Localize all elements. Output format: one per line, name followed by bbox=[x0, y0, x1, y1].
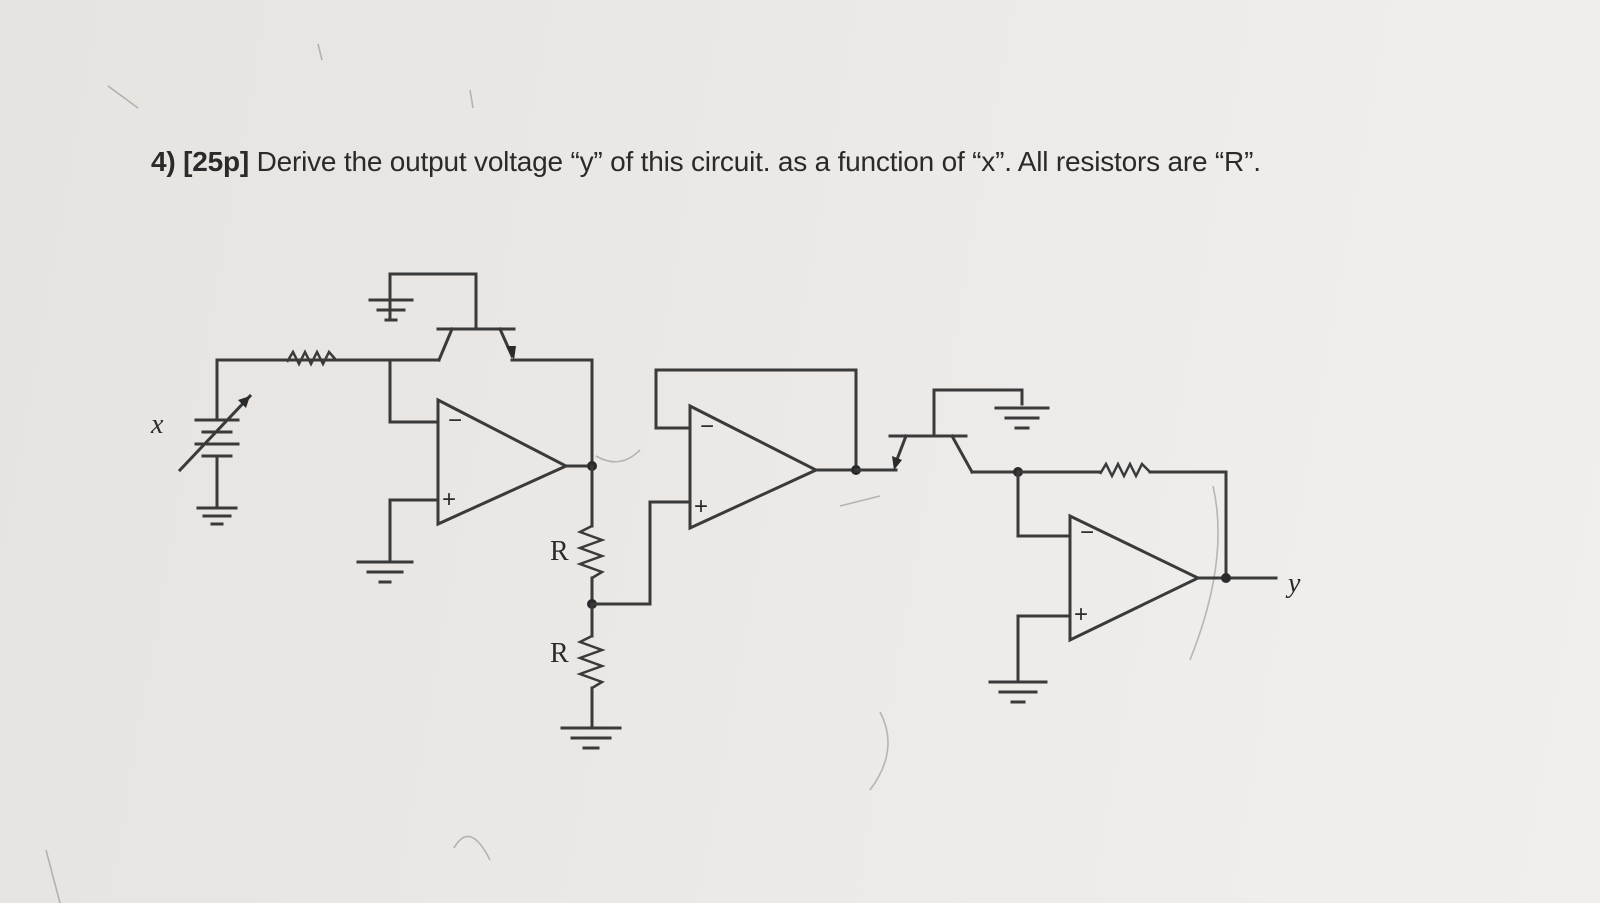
transistor-1 bbox=[388, 272, 516, 362]
opamp-1-minus: − bbox=[448, 407, 462, 434]
output-label-y: y bbox=[1285, 568, 1301, 599]
opamp-2-minus: − bbox=[700, 413, 714, 440]
opamp-2 bbox=[654, 368, 861, 531]
wire-divider-to-opamp2 bbox=[590, 500, 692, 606]
wire-transistor1-to-output bbox=[510, 358, 594, 468]
opamp-3-plus: + bbox=[1074, 601, 1088, 628]
opamp-1 bbox=[388, 358, 597, 564]
input-resistor bbox=[285, 349, 392, 367]
divider-resistor-top bbox=[576, 464, 606, 609]
transistor-2 bbox=[854, 388, 1024, 475]
opamp-3-minus: − bbox=[1080, 519, 1094, 546]
resistor-label-bottom: R bbox=[550, 638, 569, 669]
opamp-1-plus: + bbox=[442, 486, 456, 513]
pencil-marks bbox=[45, 43, 1219, 903]
opamp-3 bbox=[1016, 470, 1278, 684]
ground-symbol-transistor-1 bbox=[368, 298, 414, 322]
ground-symbol-divider bbox=[560, 726, 622, 750]
question-number: 4) bbox=[151, 146, 176, 177]
ground-symbol-opamp-1 bbox=[356, 560, 414, 584]
question-text: 4) [25p] Derive the output voltage “y” o… bbox=[151, 146, 1451, 178]
feedback-resistor-3 bbox=[1016, 461, 1228, 580]
ground-symbol-source bbox=[196, 506, 238, 526]
input-variable-source bbox=[177, 358, 338, 510]
ground-symbol-transistor-2 bbox=[994, 406, 1050, 430]
opamp-2-plus: + bbox=[694, 493, 708, 520]
question-body: Derive the output voltage “y” of this ci… bbox=[256, 146, 1261, 177]
resistor-label-top: R bbox=[550, 536, 569, 567]
input-label-x: x bbox=[150, 409, 164, 440]
question-points: [25p] bbox=[183, 146, 249, 177]
ground-symbol-opamp-3 bbox=[988, 680, 1048, 704]
divider-resistor-bottom bbox=[576, 602, 606, 730]
